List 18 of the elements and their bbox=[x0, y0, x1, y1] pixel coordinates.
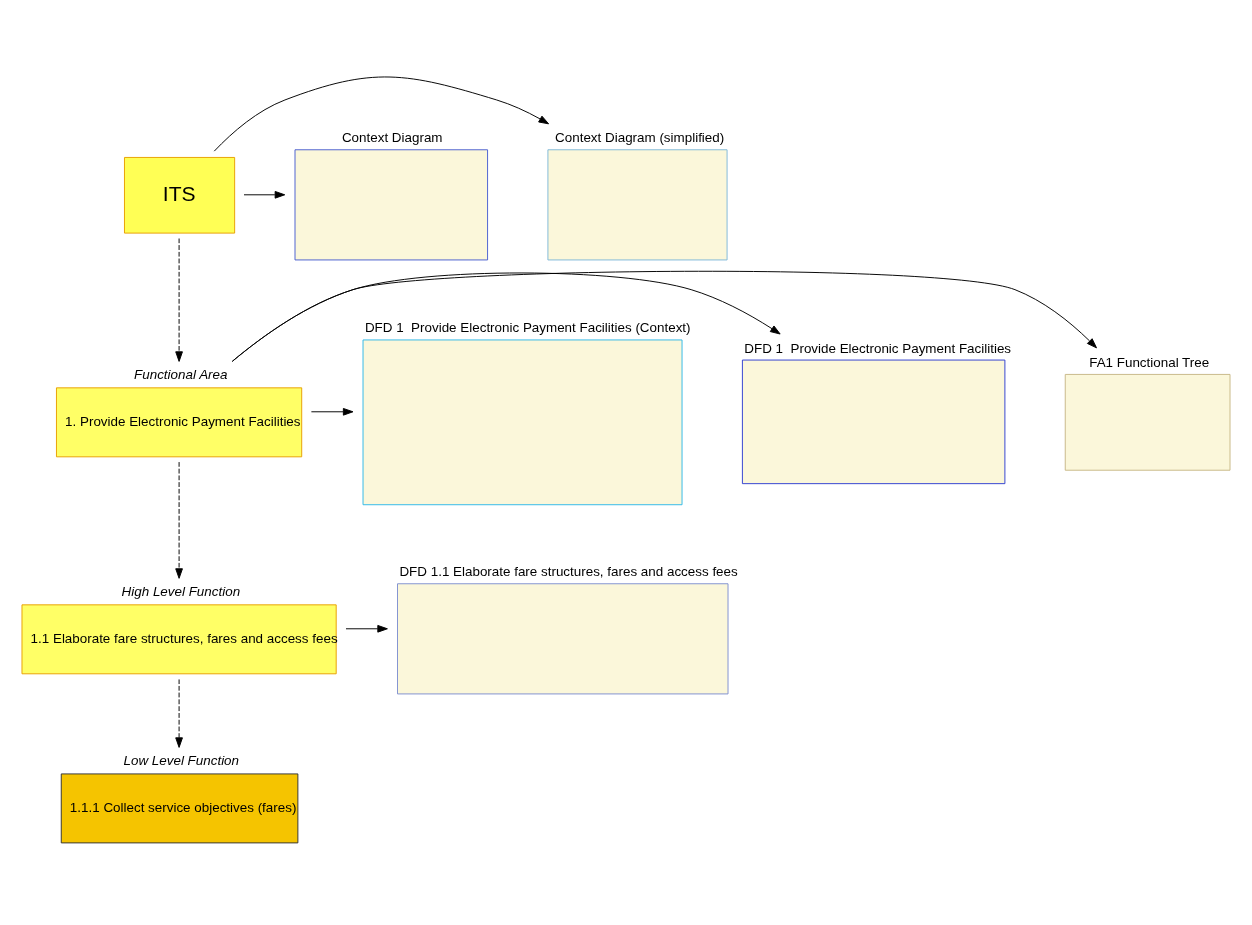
node-label: High Level Function bbox=[121, 584, 241, 600]
arrow bbox=[231, 270, 1097, 362]
node-label: Context Diagram bbox=[341, 130, 443, 146]
node-label: Low Level Function bbox=[123, 753, 240, 769]
arrow bbox=[175, 238, 183, 362]
node-label: DFD 1 Provide Electronic Payment Facilities (Context) bbox=[364, 320, 691, 336]
arrow bbox=[231, 272, 781, 362]
arrow bbox=[243, 190, 286, 199]
node-label: DFD 1 Provide Electronic Payment Facilities bbox=[744, 340, 1012, 356]
arrow bbox=[310, 407, 354, 416]
node-label: DFD 1.1 Elaborate fare structures, fares and access fees bbox=[399, 564, 738, 580]
arrow bbox=[175, 461, 183, 579]
node-label: Context Diagram (simplified) bbox=[555, 130, 725, 146]
node-label: FA1 Functional Tree bbox=[1089, 354, 1210, 370]
arrow bbox=[213, 76, 550, 152]
arrow bbox=[345, 624, 388, 633]
node-label: Functional Area bbox=[134, 367, 228, 383]
arrow bbox=[175, 678, 183, 748]
